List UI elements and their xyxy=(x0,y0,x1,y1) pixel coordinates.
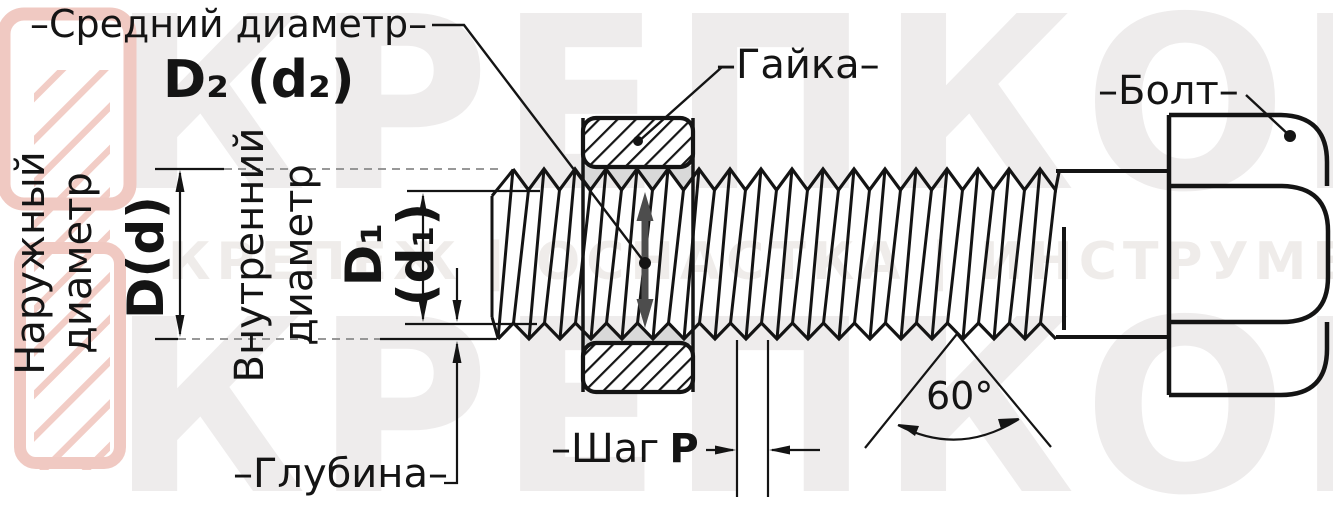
bolt-head-bottom-facet xyxy=(1169,322,1330,398)
nut-label: –Гайка– xyxy=(716,42,880,88)
thread-profile xyxy=(490,166,1061,342)
nut-leader xyxy=(637,66,723,143)
outer-diameter-extension-dashed xyxy=(178,168,502,340)
bolt-head-middle-facet xyxy=(1169,183,1331,325)
inner-diameter-extension-lines xyxy=(405,189,540,326)
watermark-logo-square-bottom xyxy=(14,242,126,469)
watermark-logo-stripes xyxy=(34,70,110,470)
inner-diameter-label: Внутренний диаметр xyxy=(227,127,322,383)
bolt-leader-dot xyxy=(1284,130,1296,142)
watermark-brand-bottom: КРЕПКОМ xyxy=(110,268,1333,512)
thread-angle-label: 60° xyxy=(926,374,994,418)
outer-diameter-label: Наружный диаметр xyxy=(8,151,101,375)
nut-leader-dot xyxy=(633,136,643,146)
nut-thread-gray-bottom xyxy=(584,323,692,344)
mean-diameter-leader xyxy=(432,23,646,264)
nut-face-edges xyxy=(581,118,695,392)
thread-angle-lines xyxy=(864,333,1052,449)
watermark-brand-top: КРЕПКОМ xyxy=(110,0,1333,245)
bolt-leader xyxy=(1245,94,1291,137)
nut-section-bottom xyxy=(580,340,696,395)
depth-label: –Глубина– xyxy=(233,451,448,497)
inner-diameter-symbol: D₁ (d₁) xyxy=(335,202,445,307)
pitch-extension-lines xyxy=(735,340,770,497)
outer-diameter-extension-lines xyxy=(155,167,497,341)
bolt-label: –Болт– xyxy=(1098,68,1239,114)
pitch-symbol: P xyxy=(669,426,699,472)
outer-diameter-symbol: D(d) xyxy=(117,196,175,319)
mean-diameter-symbol: D₂ (d₂) xyxy=(163,50,355,110)
bolt-head xyxy=(1166,112,1331,398)
bolt-head-top-facet xyxy=(1169,112,1330,186)
watermark-logo xyxy=(0,7,137,470)
mean-diameter-label: –Средний диаметр– xyxy=(30,2,428,46)
bolt-shank xyxy=(1056,169,1169,339)
dimension-lines xyxy=(155,23,1291,497)
watermark-logo-square-top xyxy=(0,7,137,211)
mean-diameter-leader-dot xyxy=(639,257,651,269)
pitch-label-text: –Шаг xyxy=(551,426,660,472)
arrowheads xyxy=(175,130,1296,455)
